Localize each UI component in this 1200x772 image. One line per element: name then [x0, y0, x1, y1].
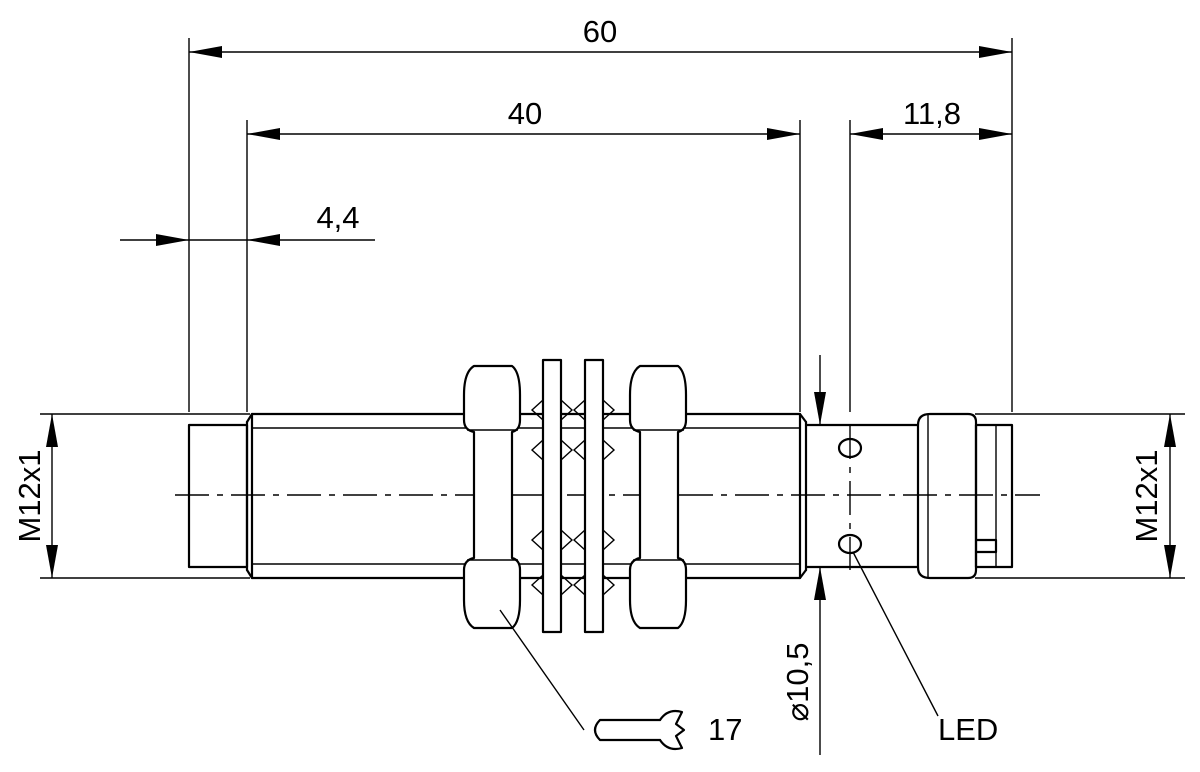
overall-length-label: 60 — [583, 14, 617, 49]
hex-nut-left — [462, 364, 522, 630]
threaded-body — [245, 412, 808, 580]
connector — [916, 412, 1014, 580]
diameter-label: ⌀10,5 — [780, 643, 815, 722]
dim-thread-length: 40 — [247, 96, 800, 140]
hex-nut-right — [628, 364, 688, 630]
wrench-callout: 17 — [499, 609, 742, 751]
led-window-bottom — [837, 533, 863, 555]
dim-connector-length: 11,8 — [850, 96, 1012, 140]
thread-length-label: 40 — [508, 96, 542, 131]
thread-right-label: M12x1 — [1129, 449, 1164, 542]
wrench-icon — [593, 709, 686, 751]
thread-left-label: M12x1 — [12, 449, 47, 542]
lock-washer-2 — [572, 358, 616, 634]
wrench-size-label: 17 — [708, 712, 742, 747]
lock-washer-1 — [530, 358, 574, 634]
connector-length-label: 11,8 — [903, 96, 961, 131]
extension-lines — [40, 38, 1185, 579]
dim-overall-length: 60 — [189, 14, 1012, 58]
dim-thread-left: M12x1 — [12, 414, 58, 578]
dim-thread-right: M12x1 — [1129, 414, 1176, 578]
dim-front-offset: 4,4 — [120, 200, 375, 246]
led-window-top — [837, 437, 863, 459]
dim-diameter: ⌀10,5 — [780, 355, 826, 755]
led-housing — [804, 423, 920, 569]
sensing-face — [187, 423, 249, 569]
front-offset-label: 4,4 — [316, 200, 359, 235]
led-callout: LED — [852, 551, 998, 747]
led-label: LED — [938, 712, 998, 747]
